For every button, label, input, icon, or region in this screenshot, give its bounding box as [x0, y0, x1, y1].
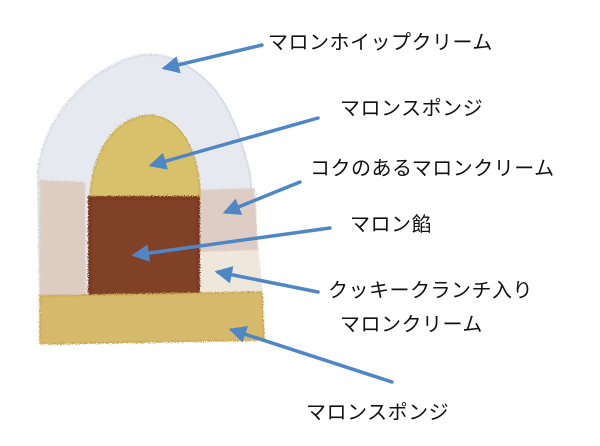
arrow-cookie-cream [214, 266, 320, 294]
arrow-sponge-top [148, 116, 320, 170]
label-marron-sponge-base: マロンスポンジ [306, 400, 450, 424]
arrow-paste [131, 226, 332, 262]
arrow-whip [161, 43, 264, 74]
left-marron-cream-patch [40, 180, 86, 300]
label-marron-whip-cream: マロンホイップクリーム [268, 30, 493, 54]
label-marron-sponge-top: マロンスポンジ [340, 96, 484, 120]
label-cookie-crunch-line1: クッキークランチ入り [328, 278, 533, 302]
label-rich-marron-cream: コクのあるマロンクリーム [310, 156, 555, 180]
arrow-rich-cream [222, 180, 302, 215]
marron-sponge-top-layer [89, 114, 201, 201]
marron-sponge-base-layer [39, 291, 265, 345]
arrow-sponge-base [228, 326, 394, 384]
label-cookie-crunch-line2: マロンクリーム [340, 312, 483, 336]
pointer-arrows [131, 43, 394, 384]
label-marron-paste: マロン餡 [350, 212, 432, 236]
